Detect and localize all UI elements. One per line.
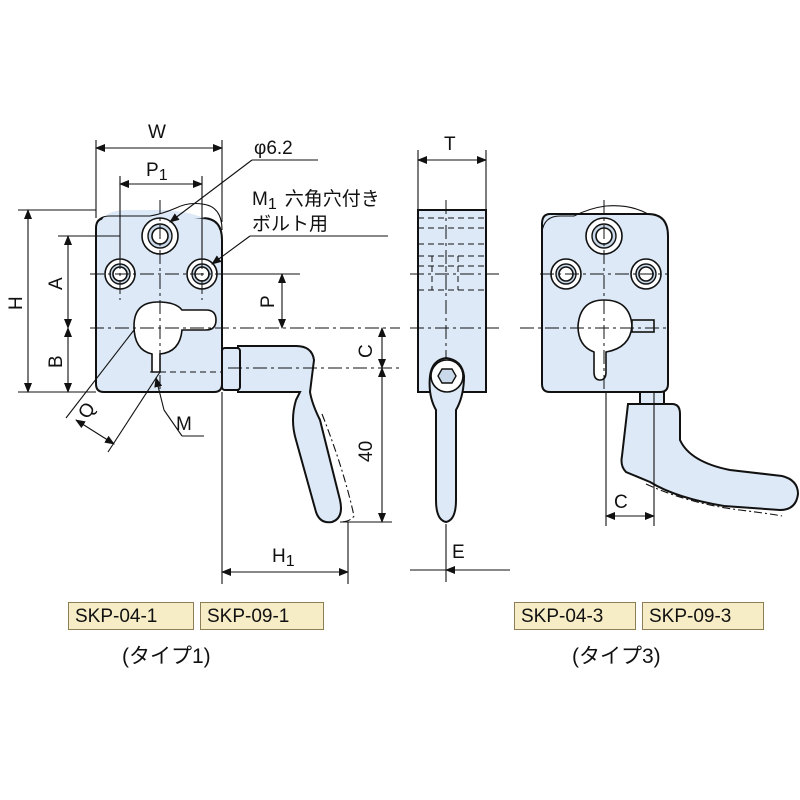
model-label-skp-09-3: SKP-09-3: [642, 602, 764, 630]
dim-40: 40: [356, 441, 377, 462]
type3-caption: (タイプ3): [572, 645, 661, 668]
front-view-type3: C: [520, 200, 800, 526]
dim-m1-note: ボルト用: [252, 213, 328, 235]
type1-caption: (タイプ1): [122, 645, 211, 668]
dim-c-right: C: [614, 492, 628, 513]
model-label-skp-04-1: SKP-04-1: [68, 602, 194, 630]
lever-handle-type3: [620, 403, 800, 512]
dim-a: A: [46, 277, 67, 290]
dim-e: E: [452, 542, 465, 563]
side-view: T E: [410, 134, 510, 582]
dim-b: B: [46, 355, 67, 368]
dim-h: H: [6, 296, 27, 310]
dim-c-left: C: [356, 344, 377, 358]
lever-handle-side: [428, 356, 466, 524]
dim-h1: H1: [272, 546, 295, 570]
dim-p1: P1: [146, 160, 168, 184]
dim-m: M: [176, 414, 192, 435]
model-label-skp-09-1: SKP-09-1: [200, 602, 324, 630]
dim-phi: φ6.2: [254, 138, 293, 159]
model-label-skp-04-3: SKP-04-3: [514, 602, 636, 630]
dim-t: T: [444, 134, 456, 155]
dim-w: W: [148, 122, 166, 143]
dim-p: P: [258, 295, 279, 308]
lever-handle-front: [221, 345, 355, 524]
